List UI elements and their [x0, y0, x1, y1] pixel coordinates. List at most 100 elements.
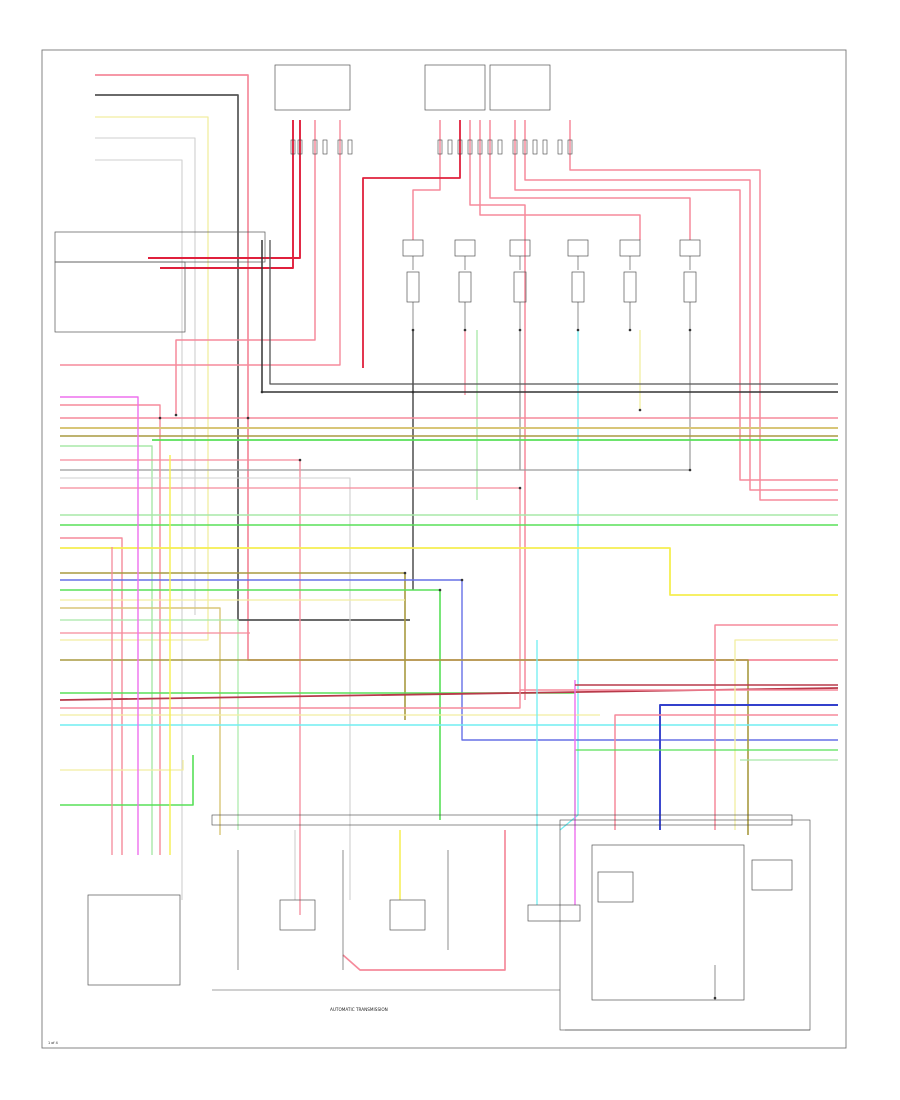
fuse-terminal: [312, 139, 318, 155]
left-bottom-module: [87, 894, 181, 986]
wire-pink: [60, 404, 161, 855]
fuse-terminal: [322, 139, 328, 155]
fuse-terminal: [567, 139, 573, 155]
splice-dot: [518, 486, 522, 490]
wire-gray: [60, 330, 691, 471]
fuse-terminal: [477, 139, 483, 155]
splice-dot: [174, 413, 178, 417]
relay-splice-0: [411, 328, 415, 332]
sensor-module-body: [54, 261, 186, 333]
relay-switch-3: [571, 271, 585, 303]
fuse-terminal: [467, 139, 473, 155]
splice-dot: [411, 390, 415, 394]
bottom-right-module: [591, 844, 745, 1001]
wire-pink: [60, 459, 301, 915]
wire-yellow: [60, 547, 838, 596]
fuse-block-left: [274, 64, 351, 111]
wire-tan: [60, 607, 221, 835]
wire-black: [95, 94, 410, 621]
relay-switch-5: [683, 271, 697, 303]
wire-pink: [514, 120, 838, 481]
relay-coil-1: [454, 239, 476, 257]
wire-pink: [469, 120, 526, 700]
fuse-terminal: [497, 139, 503, 155]
relay-splice-5: [688, 328, 692, 332]
wire-red: [362, 120, 461, 368]
relay-switch-4: [623, 271, 637, 303]
fuse-terminal: [557, 139, 563, 155]
wire-pink: [714, 624, 838, 830]
wire-pink: [614, 714, 838, 830]
fuse-terminal: [297, 139, 303, 155]
splice-dot: [403, 571, 407, 575]
splice-dot: [260, 390, 264, 394]
wire-lightgreen: [60, 445, 153, 855]
wire-lightgray: [60, 477, 351, 900]
wire-lightgreen: [60, 619, 239, 830]
bottom-right-outline: [559, 819, 811, 1031]
relay-switch-0: [406, 271, 420, 303]
solenoid-1: [279, 899, 316, 931]
relay-coil-5: [679, 239, 701, 257]
fuse-terminal: [522, 139, 528, 155]
component-group: [54, 64, 811, 1031]
splice-dot: [158, 416, 162, 420]
ground-dot: [713, 996, 717, 1000]
relay-splice-3: [576, 328, 580, 332]
splice-dot: [438, 588, 442, 592]
wire-red: [160, 120, 294, 269]
fuse-terminal: [437, 139, 443, 155]
solenoid-2: [389, 899, 426, 931]
relay-switch-2: [513, 271, 527, 303]
wire-pink: [342, 830, 506, 971]
wire-lightyellow: [60, 760, 184, 771]
bottom-control-1: [597, 871, 634, 903]
splice-dot: [688, 468, 692, 472]
fuse-terminal: [290, 139, 296, 155]
relay-splice-1: [463, 328, 467, 332]
wire-lightyellow: [734, 639, 838, 830]
fuse-terminal: [347, 139, 353, 155]
wire-pink: [524, 120, 838, 491]
page-reference: 1 of 4: [48, 1041, 58, 1045]
wire-pink: [60, 120, 341, 366]
fuse-terminal: [512, 139, 518, 155]
wire-pink: [412, 120, 441, 240]
wire-green: [60, 589, 441, 820]
wire-lightyellow: [60, 116, 209, 641]
splice-dot: [246, 416, 250, 420]
relay-coil-4: [619, 239, 641, 257]
wire-pink: [60, 689, 838, 709]
diagram-frame: [41, 49, 847, 1049]
wire-group: [59, 74, 839, 971]
wire-magenta: [60, 396, 139, 855]
relay-switch-1: [458, 271, 472, 303]
splice-dot: [460, 578, 464, 582]
bottom-sensor-box: [527, 904, 581, 922]
fuse-terminal: [337, 139, 343, 155]
wire-black: [269, 240, 838, 385]
fuse-terminal: [457, 139, 463, 155]
fuse-terminal: [542, 139, 548, 155]
relay-splice-2: [518, 328, 522, 332]
relay-coil-3: [567, 239, 589, 257]
fuse-block-center: [424, 64, 486, 111]
wire-lightgray: [95, 137, 196, 615]
wire-red: [148, 120, 301, 259]
fuse-terminal: [487, 139, 493, 155]
fuse-block-right: [489, 64, 551, 111]
wire-olive: [60, 659, 749, 835]
wire-green: [60, 755, 194, 806]
splice-dot: [298, 458, 302, 462]
fuse-terminal: [447, 139, 453, 155]
wire-pink: [479, 120, 641, 240]
fuse-terminal: [532, 139, 538, 155]
splice-dot: [638, 408, 642, 412]
bottom-control-2: [751, 859, 793, 891]
automatic-transmission-caption: AUTOMATIC TRANSMISSION: [330, 1007, 388, 1012]
wire-pink: [175, 120, 316, 415]
wire-darkblue: [659, 704, 838, 830]
wire-pink: [60, 487, 521, 700]
wire-lightgray: [95, 159, 183, 900]
